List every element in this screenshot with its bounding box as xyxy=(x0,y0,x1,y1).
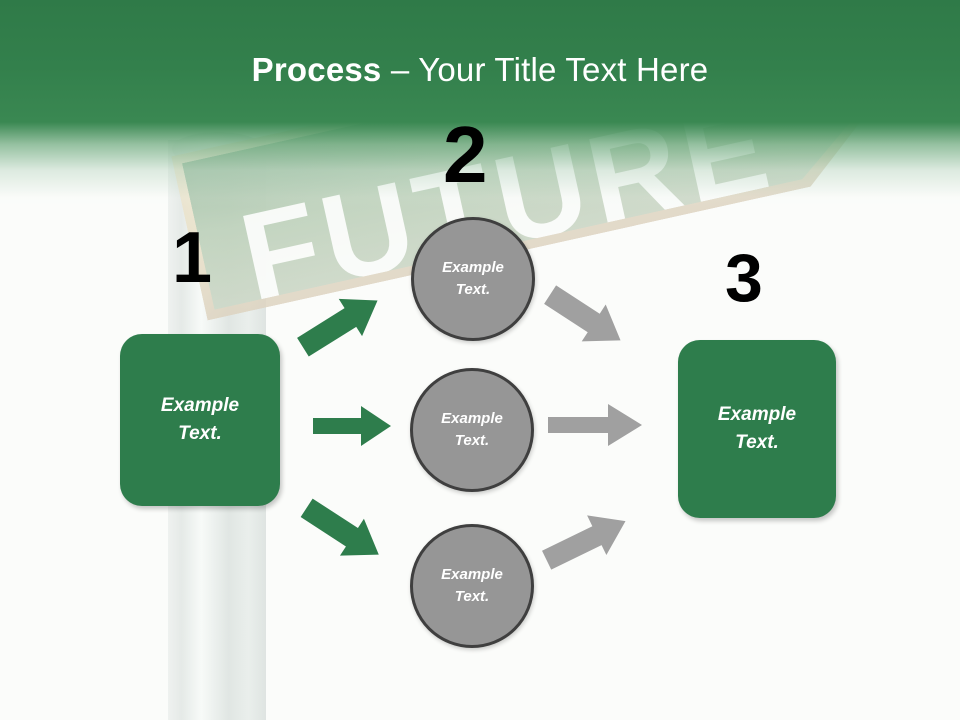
end-box[interactable]: Example Text. xyxy=(678,340,836,518)
arrow-gray-down-right xyxy=(544,280,654,360)
page-title-separator: – xyxy=(381,51,419,88)
header-band xyxy=(0,0,960,122)
start-box-label: Example Text. xyxy=(160,394,240,445)
end-box-label: Example Text. xyxy=(717,403,797,454)
process-circle-top[interactable]: Example Text. xyxy=(411,217,535,341)
process-circle-middle-label: Example Text. xyxy=(441,409,503,450)
page-title-strong: Process xyxy=(251,51,382,88)
page-title-rest: Your Title Text Here xyxy=(418,51,709,88)
arrow-green-right xyxy=(311,403,397,449)
start-box[interactable]: Example Text. xyxy=(120,334,280,506)
process-circle-bottom-label: Example Text. xyxy=(441,565,503,606)
process-circle-middle[interactable]: Example Text. xyxy=(410,368,534,492)
arrow-green-down-right xyxy=(300,494,410,574)
arrow-green-up-right xyxy=(296,278,406,358)
step-number-2: 2 xyxy=(443,110,488,199)
header-gradient-fade xyxy=(0,122,960,208)
page-title: Process – Your Title Text Here xyxy=(0,51,960,88)
arrow-gray-up-right xyxy=(540,496,650,576)
arrow-gray-right xyxy=(546,401,650,449)
step-number-1: 1 xyxy=(172,218,213,298)
process-circle-top-label: Example Text. xyxy=(442,258,504,299)
step-number-3: 3 xyxy=(725,240,763,316)
process-circle-bottom[interactable]: Example Text. xyxy=(410,524,534,648)
